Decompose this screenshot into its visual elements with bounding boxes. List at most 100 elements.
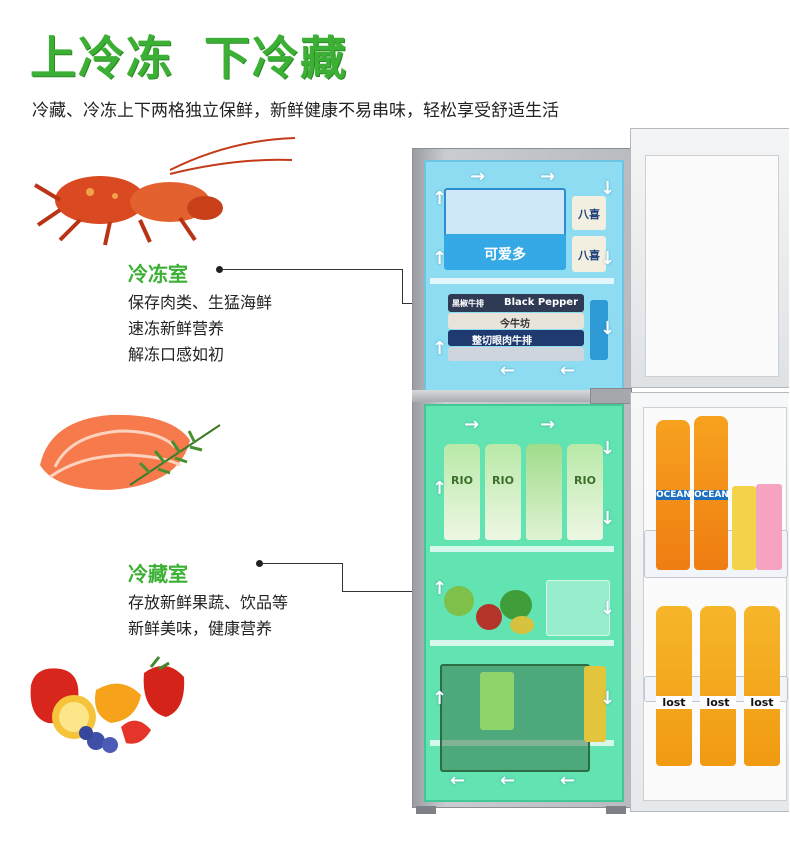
small-tub-2: 八喜 (572, 236, 606, 272)
freezer-pointer-line (222, 269, 402, 270)
freezer-door[interactable] (630, 128, 789, 388)
freezer-line-3: 解冻口感如初 (128, 345, 225, 364)
subtitle: 冷藏、冷冻上下两格独立保鲜，新鲜健康不易串味，轻松享受舒适生活 (32, 101, 559, 121)
freezer-shelf (430, 278, 614, 284)
vegetables-drawing (30, 656, 185, 753)
freezer-line-2: 速冻新鲜营养 (128, 319, 225, 338)
small-tub-1-label: 八喜 (578, 208, 600, 221)
right-arrow-icon: → (540, 166, 556, 187)
fridge-pointer-line (262, 563, 342, 564)
red-produce (476, 604, 502, 630)
drink-can-1-label: RIO (451, 474, 473, 487)
small-tub-2-label: 八喜 (578, 249, 600, 262)
freezer-pointer-dot (216, 266, 223, 273)
headline: 上冷冻下冷藏 (30, 22, 348, 88)
door-hinge (590, 388, 632, 404)
up-arrow-icon: ↑ (432, 248, 448, 269)
ice-cream-box-label: 可爱多 (484, 247, 526, 263)
steak-box-2: 今牛坊 (448, 313, 584, 330)
lost-bottle-3-label: lost (744, 696, 780, 709)
freezer-box-side (590, 300, 608, 360)
green-produce-2 (500, 590, 532, 620)
up-arrow-icon: ↑ (432, 478, 448, 499)
drink-can-2-label: RIO (492, 474, 514, 487)
left-arrow-icon: ← (500, 360, 516, 381)
up-arrow-icon: ↑ (432, 578, 448, 599)
lost-bottle-2-label: lost (700, 696, 736, 709)
compartment-divider (412, 390, 630, 402)
freezer-section-lines: 保存肉类、生猛海鲜 速冻新鲜营养 解冻口感如初 (128, 290, 272, 368)
fridge-pointer-line-end (342, 591, 446, 592)
lost-bottle-1-label: lost (656, 696, 692, 709)
right-arrow-icon: → (464, 414, 480, 435)
fridge-pointer-line-vertical (342, 563, 343, 591)
drink-can-4: RIO (567, 444, 603, 540)
drink-can-1: RIO (444, 444, 480, 540)
freezer-door-liner (645, 155, 779, 377)
steak-box-3-label: 整切眼肉牛排 (472, 336, 532, 347)
drink-can-2: RIO (485, 444, 521, 540)
down-arrow-icon: ↓ (600, 598, 616, 619)
steak-box-2-label: 今牛坊 (500, 319, 530, 330)
left-arrow-icon: ← (450, 770, 466, 791)
salmon-illustration (30, 395, 230, 505)
steak-box-1-label: Black Pepper (504, 297, 578, 308)
fridge-shelf-1 (430, 546, 614, 552)
lobster-illustration (30, 130, 300, 250)
corn-produce (584, 666, 606, 742)
steak-box-1: 黑椒牛排 Black Pepper (448, 294, 584, 312)
orange-bottle-2: OCEAN (694, 416, 728, 570)
orange-bottle-1: OCEAN (656, 420, 690, 570)
freezer-pointer-line-vertical (402, 269, 403, 303)
lobster-drawing (33, 137, 296, 246)
green-produce-1 (444, 586, 474, 616)
drink-can-3 (526, 444, 562, 540)
fridge-line-2: 新鲜美味，健康营养 (128, 619, 273, 638)
fridge-section-lines: 存放新鲜果蔬、饮品等 新鲜美味，健康营养 (128, 590, 288, 642)
ice-cream-tub (444, 188, 566, 238)
headline-part-1: 上冷冻 (30, 31, 174, 85)
juice-carton-1 (732, 486, 756, 570)
right-arrow-icon: → (540, 414, 556, 435)
orange-bottle-1-label: OCEAN (656, 490, 690, 500)
steak-box-1-label-cn: 黑椒牛排 (452, 299, 484, 308)
steak-box-3: 整切眼肉牛排 (448, 330, 584, 347)
freezer-section-title: 冷冻室 (128, 262, 188, 286)
freezer-line-1: 保存肉类、生猛海鲜 (128, 293, 273, 312)
fridge-foot-left (416, 806, 436, 814)
headline-part-2: 下冷藏 (204, 31, 348, 85)
fridge-foot-right (606, 806, 626, 814)
up-arrow-icon: ↑ (432, 688, 448, 709)
down-arrow-icon: ↓ (600, 318, 616, 339)
small-tub-1: 八喜 (572, 196, 606, 230)
left-arrow-icon: ← (560, 770, 576, 791)
ice-cream-box: 可爱多 (444, 234, 566, 270)
produce-container (546, 580, 610, 636)
lost-bottle-1: lost (656, 606, 692, 766)
crisper-label-panel (480, 672, 514, 730)
lost-bottle-2: lost (700, 606, 736, 766)
fridge-line-1: 存放新鲜果蔬、饮品等 (128, 593, 289, 612)
fridge-shelf-2 (430, 640, 614, 646)
lemon-produce (510, 616, 534, 634)
up-arrow-icon: ↑ (432, 188, 448, 209)
drink-can-4-label: RIO (574, 474, 596, 487)
left-arrow-icon: ← (500, 770, 516, 791)
orange-bottle-2-label: OCEAN (694, 490, 728, 500)
crisper-drawer (440, 664, 590, 772)
down-arrow-icon: ↓ (600, 438, 616, 459)
left-arrow-icon: ← (560, 360, 576, 381)
fridge-pointer-dot (256, 560, 263, 567)
vegetables-illustration (26, 655, 196, 755)
up-arrow-icon: ↑ (432, 338, 448, 359)
down-arrow-icon: ↓ (600, 178, 616, 199)
juice-carton-2 (756, 484, 782, 570)
lost-bottle-3: lost (744, 606, 780, 766)
right-arrow-icon: → (470, 166, 486, 187)
down-arrow-icon: ↓ (600, 248, 616, 269)
fridge-section-title: 冷藏室 (128, 562, 188, 586)
down-arrow-icon: ↓ (600, 508, 616, 529)
down-arrow-icon: ↓ (600, 688, 616, 709)
salmon-drawing (40, 414, 221, 490)
steak-box-4 (448, 347, 584, 361)
